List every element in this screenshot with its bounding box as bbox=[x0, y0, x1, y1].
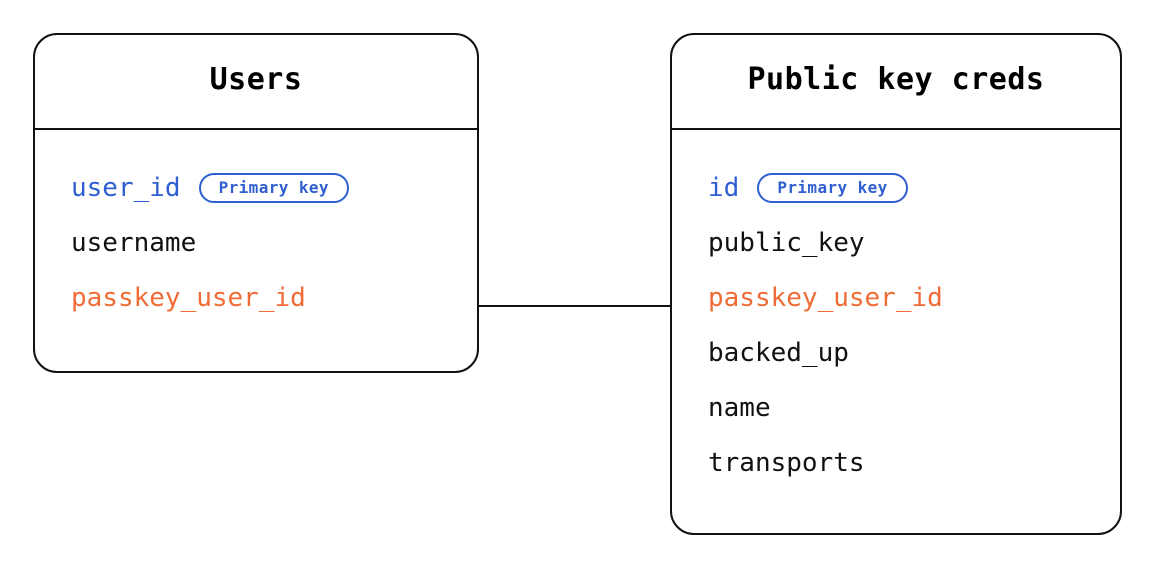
entity-field-row[interactable]: transports bbox=[672, 435, 1120, 490]
field-name-foreign-key: passkey_user_id bbox=[708, 282, 943, 313]
field-name: name bbox=[708, 392, 771, 423]
entity-field-row[interactable]: name bbox=[672, 380, 1120, 435]
entity-field-row[interactable]: passkey_user_id bbox=[672, 270, 1120, 325]
field-name: public_key bbox=[708, 227, 865, 258]
entity-field-row[interactable]: backed_up bbox=[672, 325, 1120, 380]
entity-header-divider bbox=[672, 128, 1120, 130]
field-name-primary-key: user_id bbox=[71, 172, 181, 203]
field-name: backed_up bbox=[708, 337, 849, 368]
entity-field-row[interactable]: public_key bbox=[672, 215, 1120, 270]
primary-key-badge: Primary key bbox=[198, 172, 349, 203]
entity-title: Public key creds bbox=[747, 62, 1045, 97]
entity-field-row[interactable]: id Primary key bbox=[672, 160, 1120, 215]
field-name-foreign-key: passkey_user_id bbox=[71, 282, 306, 313]
field-name: username bbox=[71, 227, 197, 258]
entity-field-row[interactable]: user_id Primary key bbox=[35, 160, 477, 215]
field-name: transports bbox=[708, 447, 865, 478]
entity-header-divider bbox=[35, 128, 477, 130]
entity-field-row[interactable]: passkey_user_id bbox=[35, 270, 477, 325]
field-name-primary-key: id bbox=[708, 172, 740, 203]
entity-title: Users bbox=[209, 62, 303, 97]
relationship-connector bbox=[479, 305, 670, 307]
primary-key-badge: Primary key bbox=[757, 172, 908, 203]
entity-field-row[interactable]: username bbox=[35, 215, 477, 270]
